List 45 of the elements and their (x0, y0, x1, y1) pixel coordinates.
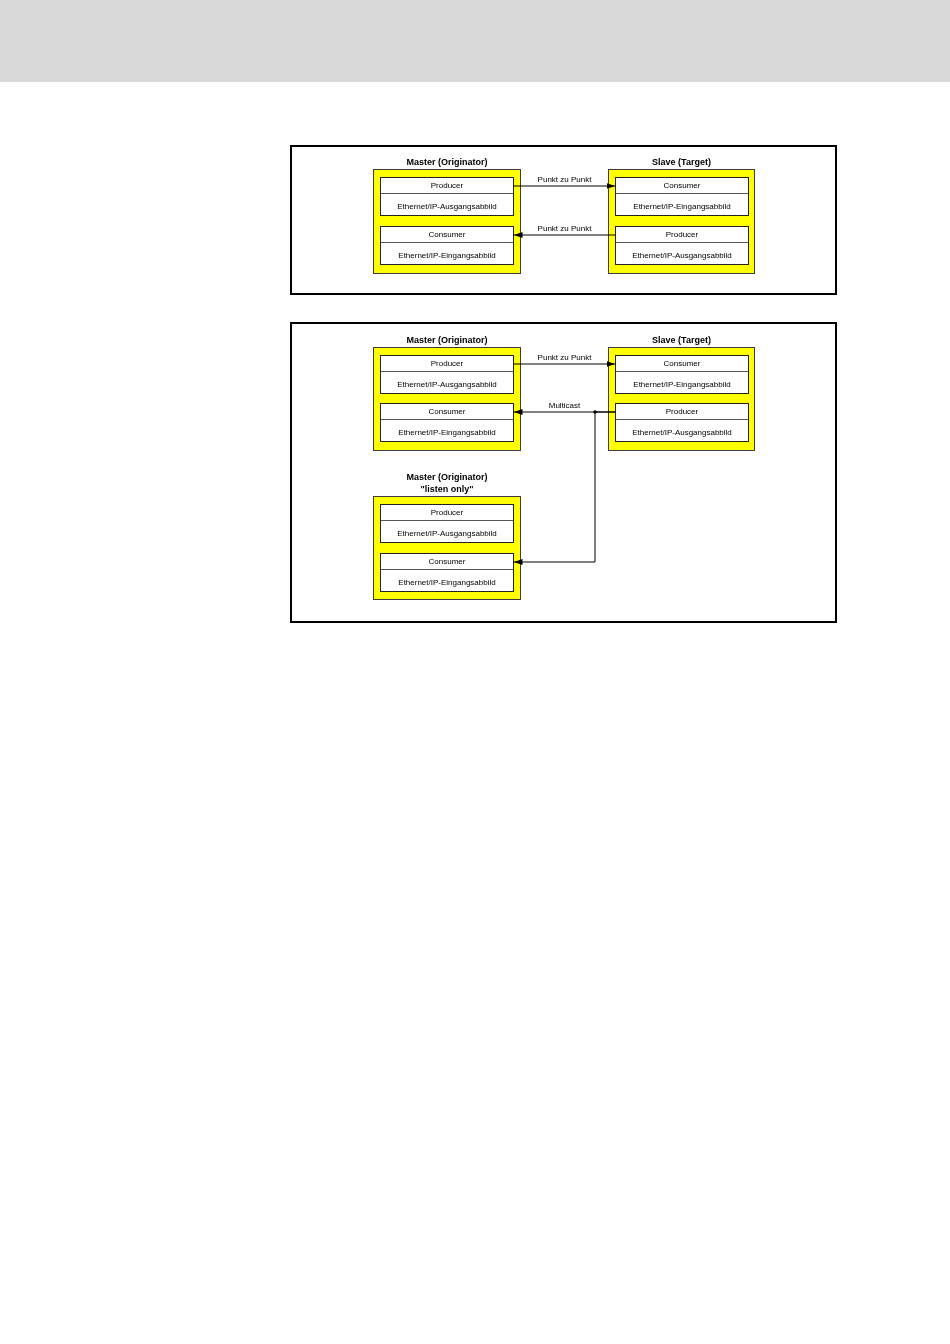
data-block (615, 355, 749, 394)
arrow (513, 183, 616, 189)
data-block (380, 177, 514, 216)
role-label: Producer (665, 406, 699, 417)
role-label: Producer (665, 229, 699, 240)
panel-frame (290, 322, 837, 623)
role-label: Consumer (428, 229, 466, 240)
device-title: Slave (Target) (651, 334, 712, 346)
device-title: Master (Originator) (405, 156, 489, 168)
process-image-label: Ethernet/IP-Eingangsabbild (398, 577, 496, 588)
data-block (380, 504, 514, 543)
data-block (615, 226, 749, 265)
process-image-label: Ethernet/IP-Ausgangsabbild (632, 427, 732, 438)
role-label: Consumer (663, 358, 701, 369)
data-block (380, 403, 514, 442)
data-block (380, 355, 514, 394)
process-image-label: Ethernet/IP-Ausgangsabbild (397, 528, 497, 539)
process-image-label: Ethernet/IP-Eingangsabbild (398, 427, 496, 438)
panel-frame (290, 145, 837, 295)
data-block (380, 226, 514, 265)
edge-label: Punkt zu Punkt (536, 175, 593, 184)
role-label: Producer (430, 180, 464, 191)
process-image-label: Ethernet/IP-Eingangsabbild (398, 250, 496, 261)
role-label: Consumer (428, 556, 466, 567)
device-title: Slave (Target) (651, 156, 712, 168)
device-title: Master (Originator) (405, 334, 489, 346)
data-block (380, 553, 514, 592)
data-block (615, 177, 749, 216)
process-image-label: Ethernet/IP-Eingangsabbild (633, 201, 731, 212)
role-label: Consumer (663, 180, 701, 191)
arrow (513, 232, 616, 238)
data-block (615, 403, 749, 442)
process-image-label: Ethernet/IP-Eingangsabbild (633, 379, 731, 390)
edge-label: Punkt zu Punkt (536, 224, 593, 233)
arrow (513, 411, 616, 565)
process-image-label: Ethernet/IP-Ausgangsabbild (632, 250, 732, 261)
process-image-label: Ethernet/IP-Ausgangsabbild (397, 379, 497, 390)
role-label: Consumer (428, 406, 466, 417)
device-title: Master (Originator) "listen only" (405, 471, 489, 495)
process-image-label: Ethernet/IP-Ausgangsabbild (397, 201, 497, 212)
edge-label: Punkt zu Punkt (536, 353, 593, 362)
role-label: Producer (430, 358, 464, 369)
role-label: Producer (430, 507, 464, 518)
edge-label: Multicast (547, 401, 582, 410)
arrow (513, 361, 616, 367)
